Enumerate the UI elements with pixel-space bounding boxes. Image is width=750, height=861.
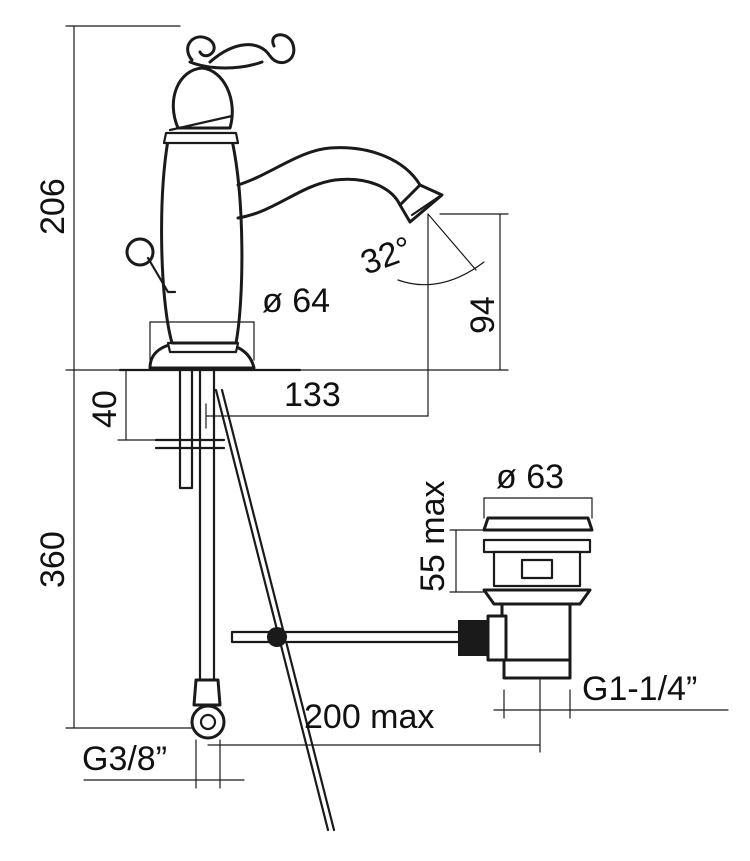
- dim-drain-diameter: ø 63: [496, 458, 564, 496]
- dim-deck-thickness: 40: [86, 390, 124, 428]
- dimension-lines: [65, 25, 729, 789]
- faucet-body: [118, 33, 302, 372]
- dim-drain-height: 55 max: [414, 481, 452, 593]
- dim-spout-height: 94: [464, 296, 502, 334]
- dim-rod-length: 200 max: [304, 698, 434, 736]
- drain-pull-rod: [214, 388, 462, 832]
- rod-pivot-joint: [267, 627, 287, 647]
- drain-rod-nut: [458, 620, 488, 656]
- dimension-labels: 206 94 32° ø 64 133 40 360 ø 63 55 max 2…: [34, 178, 697, 778]
- dim-spout-reach: 133: [284, 376, 341, 414]
- dim-spout-angle: 32°: [356, 229, 417, 282]
- dim-body-diameter: ø 64: [262, 282, 330, 320]
- dim-total-height: 206: [34, 178, 72, 235]
- popup-drain-assembly: [458, 516, 594, 680]
- supply-hoses: [154, 368, 226, 740]
- dim-hose-length: 360: [34, 531, 72, 588]
- dim-drain-thread: G1-1/4”: [582, 670, 697, 708]
- dim-inlet-thread: G3/8”: [82, 740, 167, 778]
- faucet-spout: [236, 146, 444, 224]
